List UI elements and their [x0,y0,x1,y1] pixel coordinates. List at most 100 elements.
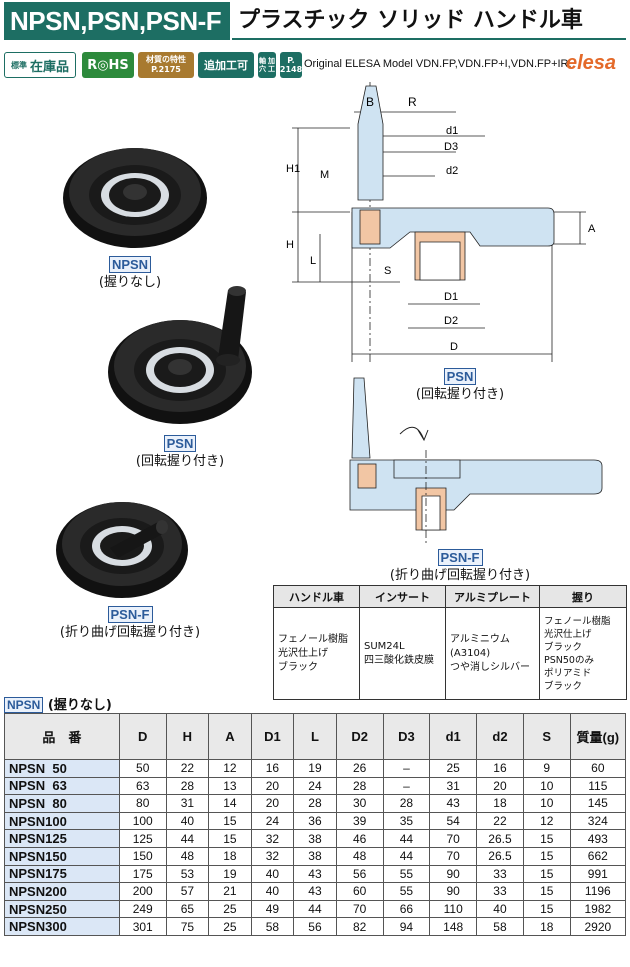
material-header: アルミプレート [445,585,540,608]
part-number-cell: NPSN175 [4,864,120,884]
spec-header-cell: D2 [335,713,384,760]
spec-cell: 57 [165,882,210,901]
product-code: NPSN,PSN,PSN-F [4,2,230,40]
dim-a-label: A [588,223,596,235]
material-header-row: ハンドル車 インサート アルミプレート 握り [273,585,627,608]
psn-photo [108,286,252,424]
part-number-cell: NPSN 80 [4,794,120,813]
spec-cell: 28 [165,776,210,796]
spec-cell: 26.5 [476,846,524,866]
spec-cell: 25 [429,759,478,778]
spec-cell: 56 [293,917,337,936]
spec-cell: 28 [293,794,337,813]
material-text: つや消しシルバー [450,661,530,673]
spec-header-cell: S [522,713,571,760]
spec-cell: 70 [335,899,384,919]
stock-badge: 標準 在庫品 [4,52,76,78]
spec-cell: 30 [335,794,384,813]
spec-cell: 32 [250,846,295,866]
spec-cell: 324 [569,811,627,831]
spec-cell: 56 [335,864,384,884]
spec-header-cell: A [208,713,252,760]
material-cell: フェノール樹脂 光沢仕上げ ブラック [273,607,360,700]
material-text: (A3104) [450,647,491,659]
spec-cell: 90 [429,864,478,884]
spec-cell: 24 [293,776,337,796]
spec-cell: 15 [522,864,571,884]
spec-header-cell: D1 [250,713,295,760]
psn-drawing-caption: PSN (回転握り付き) [400,368,520,403]
psnf-drawing-label: PSN-F [437,549,483,566]
psnf-photo-caption: PSN-F (折り曲げ回転握り付き) [30,606,230,641]
dim-d3-label: D3 [444,141,458,153]
spec-cell: 18 [476,794,524,813]
spec-cell: 15 [208,829,252,848]
spec-cell: 28 [335,776,384,796]
material-text: ブラック [544,641,583,653]
spec-cell: 31 [429,776,478,796]
material-header: ハンドル車 [273,585,360,608]
spec-cell: 22 [165,759,210,778]
page-title: プラスチック ソリッド ハンドル車 [232,2,626,40]
npsn-photo [63,148,207,248]
hole-badge-bottom: 加工 [268,57,275,73]
material-cell: フェノール樹脂 光沢仕上げ ブラック PSN50のみ ポリアミド ブラック [539,607,627,700]
spec-cell: 43 [293,864,337,884]
page-ref-bottom: 2148 [279,65,303,74]
spec-cell: 115 [569,776,627,796]
spec-cell: 14 [208,794,252,813]
section-label: NPSN [4,697,44,713]
original-model-text: Original ELESA Model VDN.FP,VDN.FP+I,VDN… [304,58,572,70]
spec-cell: 58 [250,917,295,936]
spec-cell: 148 [429,917,478,936]
spec-cell: 43 [429,794,478,813]
spec-cell: 21 [208,882,252,901]
material-cell: アルミニウム (A3104) つや消しシルバー [445,607,540,700]
page-header: NPSN,PSN,PSN-F プラスチック ソリッド ハンドル車 [0,0,630,44]
spec-header-cell: L [293,713,337,760]
npsn-photo-sub: (握りなし) [98,275,162,290]
extra-process-badge: 追加工可 [198,52,254,78]
spec-cell: 493 [569,829,627,848]
spec-cell: 110 [429,899,478,919]
dim-l-label: L [310,255,316,267]
part-number-cell: NPSN125 [4,829,120,848]
spec-cell: 55 [382,864,431,884]
spec-cell: – [382,759,431,778]
material-text: フェノール樹脂 [544,615,611,627]
part-number-cell: NPSN150 [4,846,120,866]
dim-d2-large-label: D2 [444,315,458,327]
stock-label: 在庫品 [29,59,69,75]
spec-cell: 38 [293,829,337,848]
spec-header-cell: 品 番 [4,713,120,760]
spec-cell: 20 [476,776,524,796]
elesa-logo: elesa [566,52,617,74]
spec-cell: 44 [382,846,431,866]
spec-header-cell: 質量(g) [569,713,627,760]
psnf-photo-label: PSN-F [107,606,153,623]
material-badge-top: 材質の特性 [146,55,186,64]
spec-cell: 15 [208,811,252,831]
spec-cell: 70 [429,829,478,848]
spec-cell: 10 [522,794,571,813]
spec-cell: 40 [165,811,210,831]
material-cell: SUM24L 四三酸化鉄皮膜 [359,607,446,700]
hole-badge: 軸穴 加工 [258,52,276,78]
spec-cell: 75 [165,917,210,936]
spec-cell: 65 [165,899,210,919]
spec-cell: 145 [569,794,627,813]
spec-cell: 44 [382,829,431,848]
spec-header-cell: d2 [476,713,524,760]
spec-cell: 662 [569,846,627,866]
stock-small-label: 標準 [10,60,27,70]
psnf-drawing [349,377,603,546]
spec-cell: 40 [250,882,295,901]
